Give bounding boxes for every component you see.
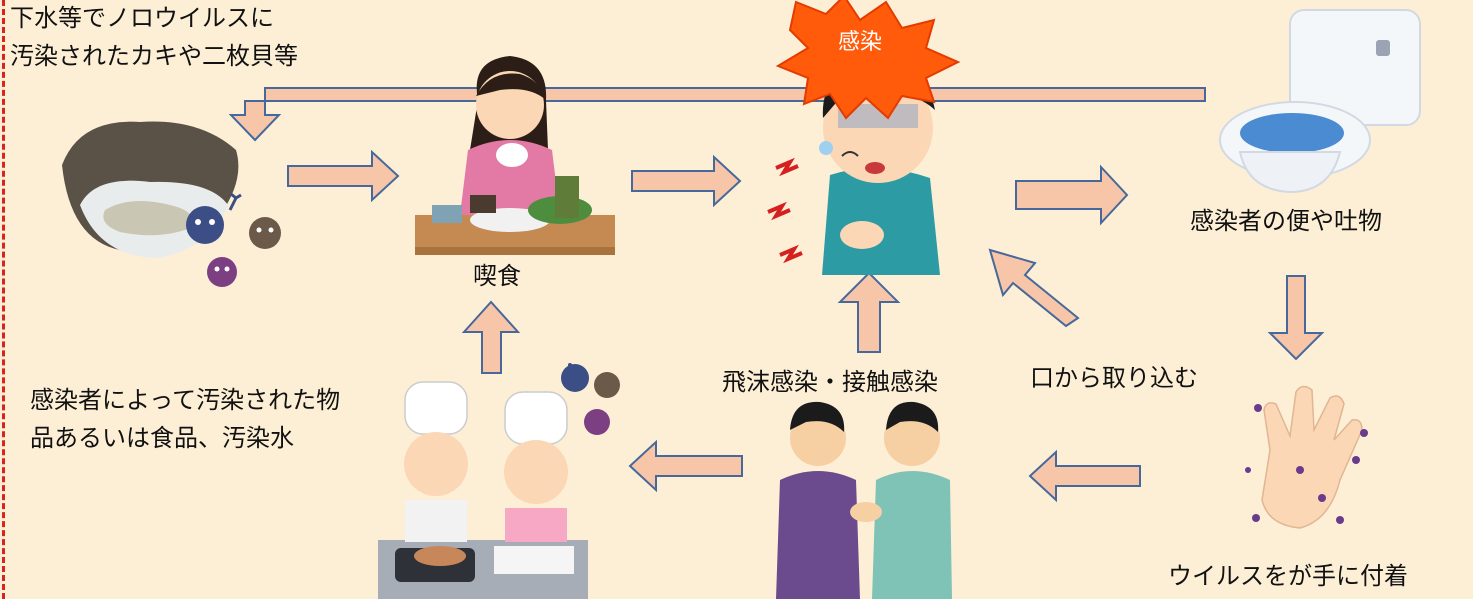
arrow-eating-to-sick <box>631 154 742 208</box>
source-label-line1: 下水等でノロウイルスに <box>10 4 274 32</box>
eating-label: 喫食 <box>473 262 521 290</box>
oyster-with-viruses-icon <box>62 121 281 287</box>
arrow-handshake-to-sick <box>837 271 901 353</box>
return-arrow <box>228 87 1206 142</box>
hand-attach-label: ウイルスをが手に付着 <box>1168 562 1408 590</box>
contaminated-items-label-line2: 品あるいは食品、汚染水 <box>30 424 294 452</box>
arrow-excreta-to-hand <box>1267 275 1325 361</box>
source-label-line2: 汚染されたカキや二枚貝等 <box>10 42 298 70</box>
arrow-cooking-to-eating <box>461 300 521 374</box>
woman-eating-meal-icon <box>415 56 615 255</box>
virus-icon <box>568 363 572 367</box>
contaminated-items-label-line1: 感染者によって汚染された物 <box>30 386 341 414</box>
mouth-intake-label: 口から取り込む <box>1030 364 1198 392</box>
arrow-sick-to-toilet <box>1015 164 1129 226</box>
dashed-border-line <box>2 0 5 599</box>
infection-label: 感染 <box>838 30 883 55</box>
infection-burst-icon <box>775 0 961 120</box>
arrow-handshake-to-cooking <box>628 439 743 493</box>
arrow-mouth-intake <box>988 248 1080 328</box>
children-cooking-icon <box>378 364 620 599</box>
excreta-label: 感染者の便や吐物 <box>1190 207 1382 235</box>
handshake-icon <box>776 401 952 599</box>
droplet-contact-label: 飛沫感染・接触感染 <box>722 368 938 396</box>
toilet-icon <box>1219 9 1421 194</box>
arrow-hand-to-handshake <box>1028 449 1141 503</box>
hand-with-viruses-icon <box>1245 385 1368 529</box>
arrow-oyster-to-eating <box>287 149 400 203</box>
